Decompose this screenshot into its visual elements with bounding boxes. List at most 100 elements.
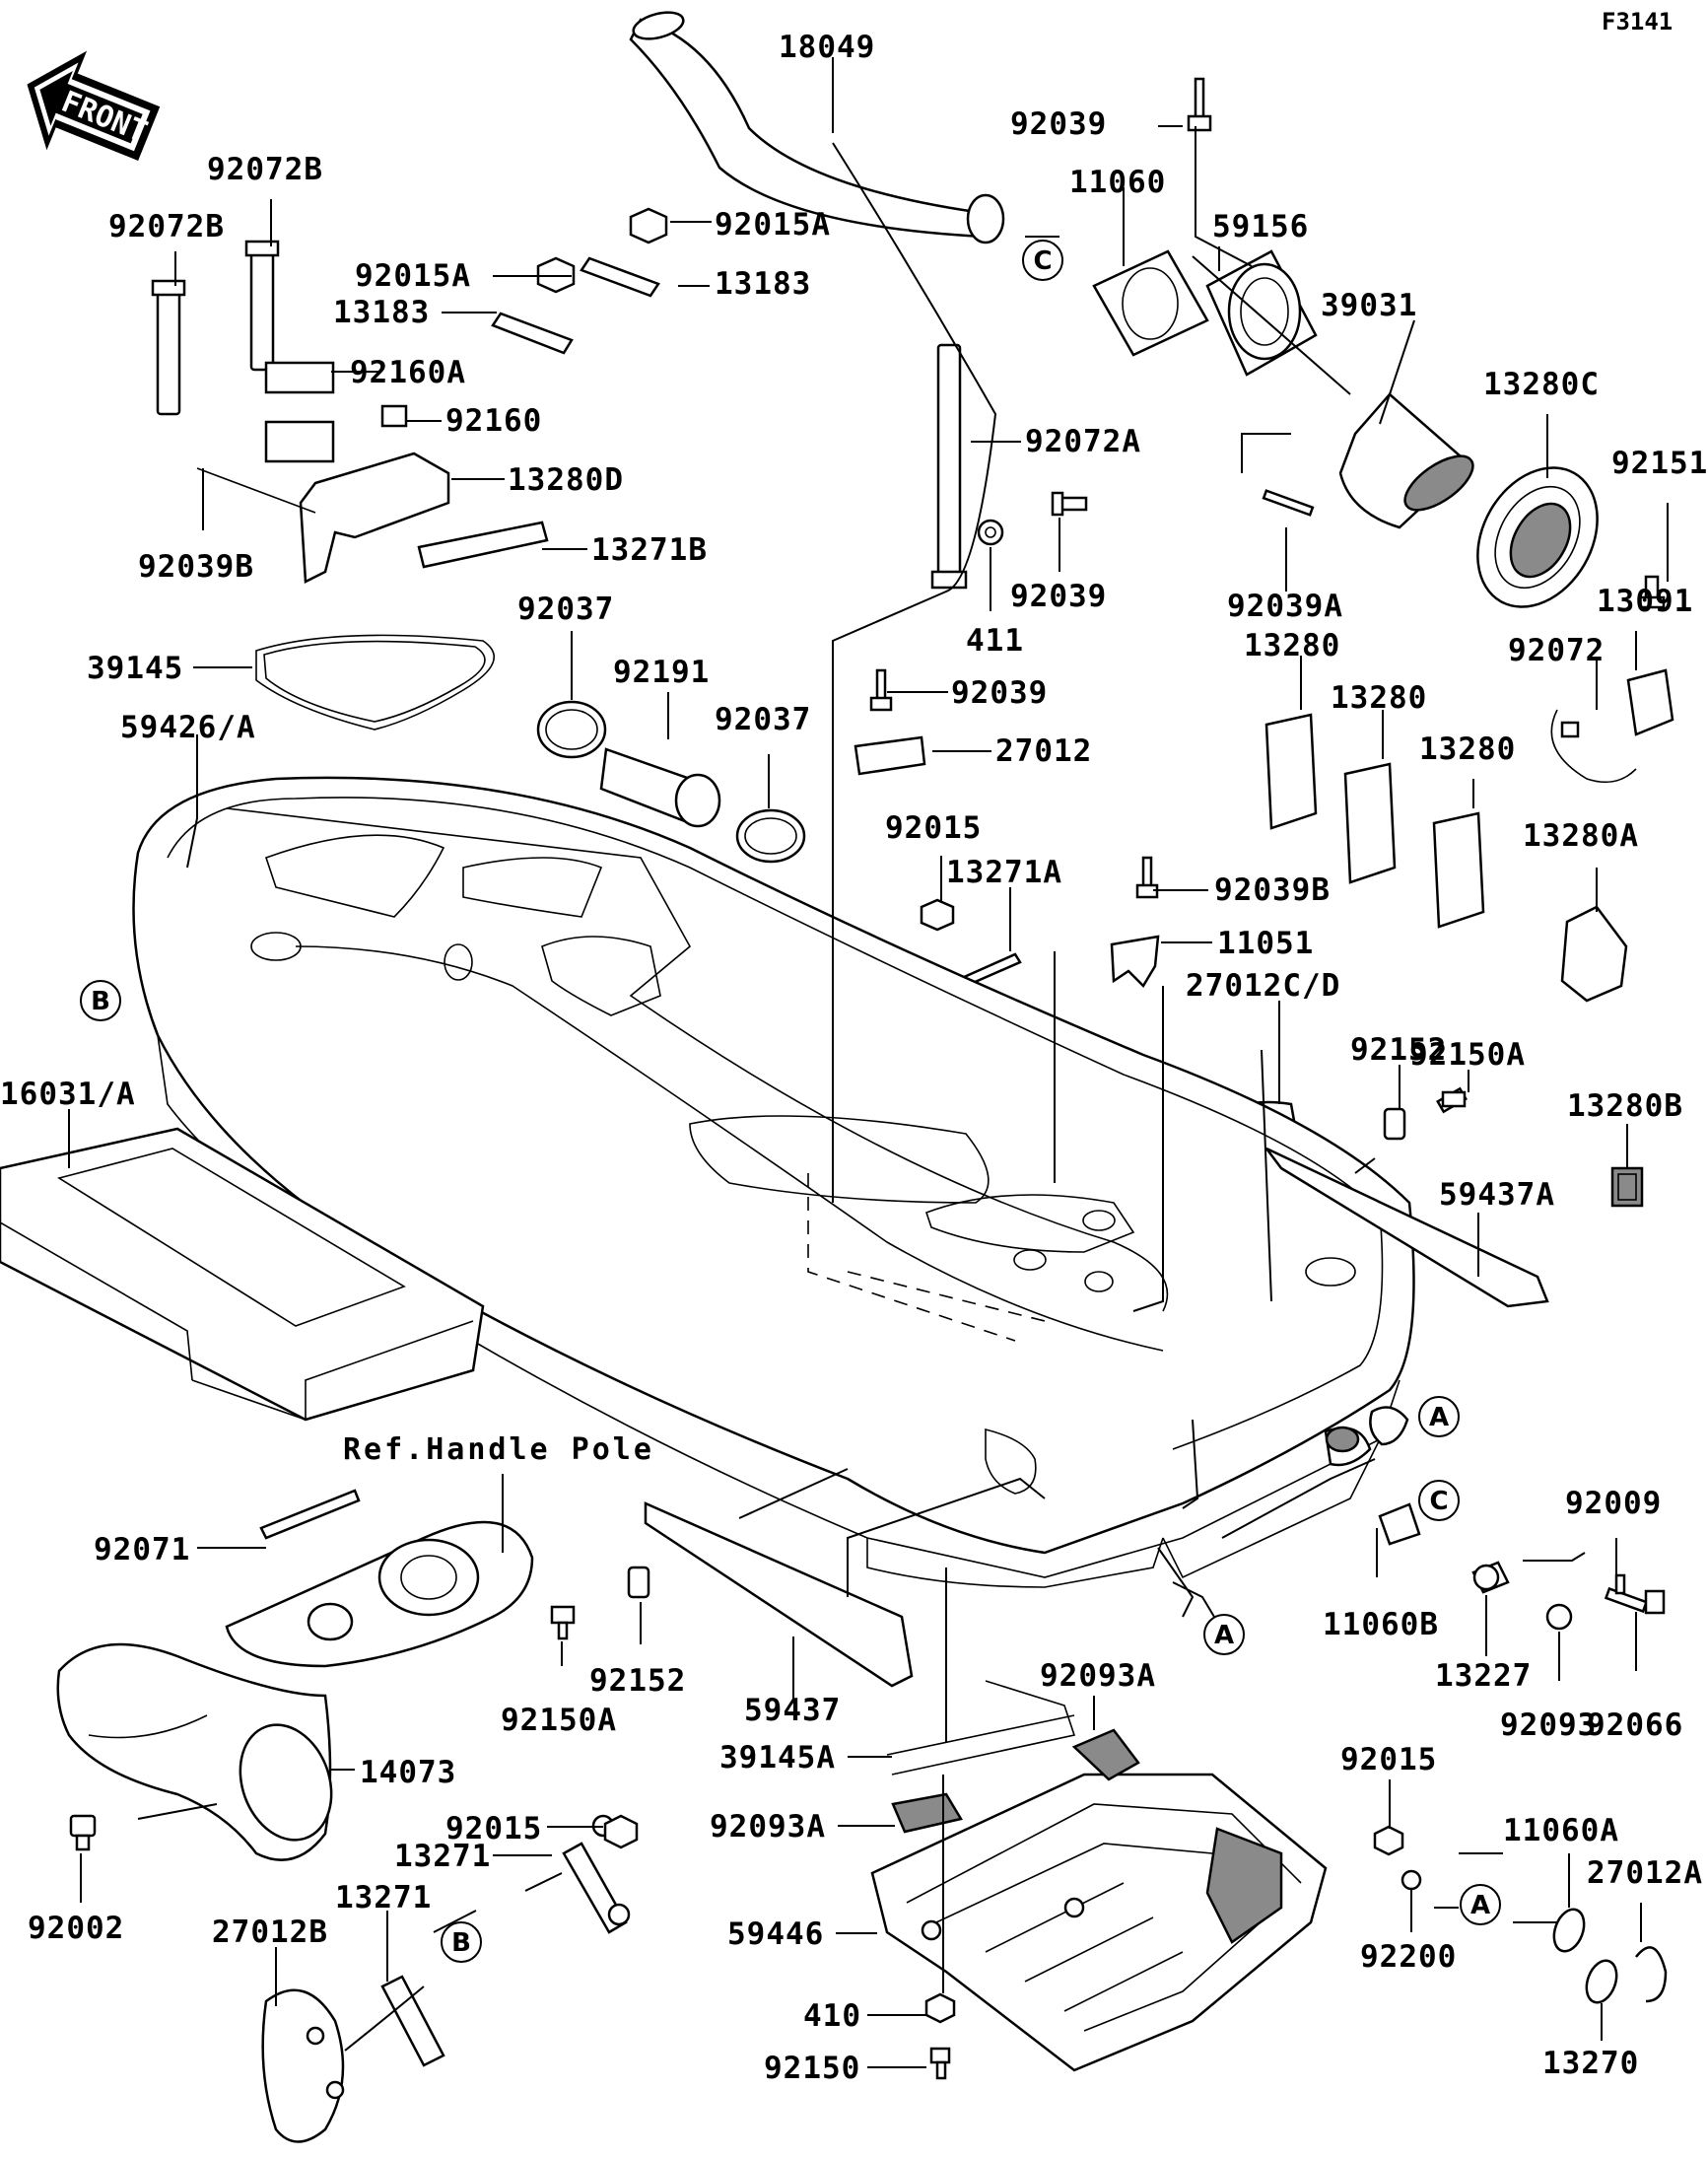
part-label-92151: 92151 <box>1611 446 1708 481</box>
strap-92072a-drawing <box>930 343 968 590</box>
intake-grate-drawing <box>870 1773 1328 2072</box>
part-label-92015: 92015 <box>885 810 982 846</box>
part-label-92037: 92037 <box>715 702 811 737</box>
part-label-92152: 92152 <box>1350 1032 1447 1068</box>
part-label-92072b: 92072B <box>207 152 323 187</box>
svg-text:A: A <box>1214 1621 1234 1650</box>
bushing-92152-drawing <box>627 1107 1406 1599</box>
svg-text:C: C <box>1429 1487 1448 1516</box>
part-label-92160: 92160 <box>445 403 542 439</box>
clip-13280b-drawing <box>1610 1166 1644 1208</box>
part-label-11060b: 11060B <box>1323 1607 1439 1642</box>
part-label-39031: 39031 <box>1321 288 1417 323</box>
part-label-59437: 59437 <box>744 1693 841 1728</box>
callout-c-right: C <box>1418 1480 1460 1521</box>
part-label-92072b: 92072B <box>108 209 225 244</box>
part-label-13270: 13270 <box>1542 2046 1639 2081</box>
part-label-92039: 92039 <box>951 675 1048 711</box>
clips-13280-drawing <box>1264 713 1485 929</box>
bracket-13280d-drawing <box>196 452 549 584</box>
part-label-92015a: 92015A <box>355 258 471 294</box>
part-label-92093: 92093 <box>1500 1707 1597 1743</box>
part-label-92093a: 92093A <box>1040 1658 1156 1694</box>
part-label-92002: 92002 <box>28 1911 124 1946</box>
handle-pole-drawing <box>225 1489 534 1668</box>
part-label-92037: 92037 <box>517 592 614 627</box>
part-label-39145: 39145 <box>87 651 183 686</box>
part-label-13280d: 13280D <box>508 462 624 498</box>
duct-14073-drawing <box>56 1642 333 1861</box>
cover-39031-drawing <box>1338 392 1474 529</box>
part-label-59437a: 59437A <box>1439 1177 1555 1213</box>
part-label-13183: 13183 <box>715 266 811 302</box>
part-label-92039a: 92039A <box>1227 589 1343 624</box>
part-label-13271a: 13271A <box>946 855 1062 890</box>
part-label-92160a: 92160A <box>350 355 466 390</box>
part-label-411: 411 <box>966 623 1024 659</box>
part-label-14073: 14073 <box>360 1755 456 1790</box>
part-label-92150a: 92150A <box>501 1703 617 1738</box>
hull-deck-drawing <box>132 776 1415 1588</box>
strap-92072b-drawing <box>151 240 280 416</box>
cover-27012b-drawing <box>261 1988 345 2143</box>
block-13091-drawing <box>1626 668 1674 736</box>
part-label-11060a: 11060A <box>1503 1813 1619 1848</box>
part-label-59426a: 59426/A <box>120 710 256 745</box>
part-label-13271: 13271 <box>394 1839 491 1874</box>
callout-c-top: C <box>1022 240 1063 281</box>
part-labels: 18049 92039 11060 59156 39031 13280C 921… <box>0 30 1708 2086</box>
svg-text:A: A <box>1470 1891 1490 1920</box>
part-label-13091: 13091 <box>1597 584 1693 619</box>
front-arrow-icon: FRONT <box>27 50 161 161</box>
part-label-92039: 92039 <box>1010 579 1107 614</box>
svg-text:C: C <box>1033 246 1052 276</box>
part-label-92191: 92191 <box>613 655 710 690</box>
bracket-13280a-drawing <box>1560 905 1628 1003</box>
part-label-92071: 92071 <box>94 1532 190 1567</box>
ref-handle-pole-note: Ref.Handle Pole <box>343 1432 654 1467</box>
part-label-92072: 92072 <box>1508 633 1605 668</box>
part-label-13271b: 13271B <box>591 532 708 568</box>
part-label-59446: 59446 <box>727 1916 824 1952</box>
part-label-13280: 13280 <box>1331 680 1427 716</box>
part-label-92039: 92039 <box>1010 106 1107 142</box>
part-label-39145a: 39145A <box>719 1740 836 1776</box>
part-label-92152: 92152 <box>589 1663 686 1699</box>
part-label-92015: 92015 <box>1340 1742 1437 1777</box>
flange-59156-drawing <box>1205 249 1318 377</box>
hose-92191-drawing <box>599 747 721 828</box>
storage-tray-drawing <box>0 1127 485 1422</box>
exhaust-hose-drawing <box>629 11 1005 244</box>
part-label-13280a: 13280A <box>1523 818 1639 854</box>
callout-b-left: B <box>80 980 121 1021</box>
part-label-13183: 13183 <box>333 295 430 330</box>
seal-39145-drawing <box>255 634 495 731</box>
part-label-16031a: 16031/A <box>0 1077 136 1112</box>
part-label-13280: 13280 <box>1419 731 1516 767</box>
part-label-27012b: 27012B <box>212 1915 328 1950</box>
svg-text:B: B <box>451 1928 471 1958</box>
part-label-92015a: 92015A <box>715 207 831 243</box>
part-label-59156: 59156 <box>1212 209 1309 244</box>
ring-13280c-drawing <box>1476 466 1599 608</box>
bolt-92002-drawing <box>69 1814 97 1851</box>
part-label-92150a: 92150A <box>1409 1037 1526 1073</box>
part-label-410: 410 <box>803 1998 861 2034</box>
callout-a-mid: A <box>1203 1614 1245 1655</box>
part-label-13280: 13280 <box>1244 628 1340 663</box>
part-label-27012: 27012 <box>995 733 1092 769</box>
svg-text:B: B <box>91 987 110 1016</box>
clamp-92072-drawing <box>1550 709 1637 784</box>
nut-92015-drawing <box>603 1814 1422 1891</box>
gasket-11060-drawing <box>1092 249 1209 357</box>
part-label-27012c-d: 27012C/D <box>1186 968 1340 1004</box>
rail-59437a-drawing <box>1265 1147 1549 1308</box>
svg-text:A: A <box>1429 1403 1449 1432</box>
part-label-92066: 92066 <box>1587 1707 1683 1743</box>
seal-39145a-drawing <box>886 1680 1076 1776</box>
callout-a-bottom: A <box>1460 1884 1501 1925</box>
misc-right-parts-drawing <box>1324 1406 1668 2004</box>
pads-92160-drawing <box>264 361 408 463</box>
plate-27012-drawing <box>854 735 926 776</box>
